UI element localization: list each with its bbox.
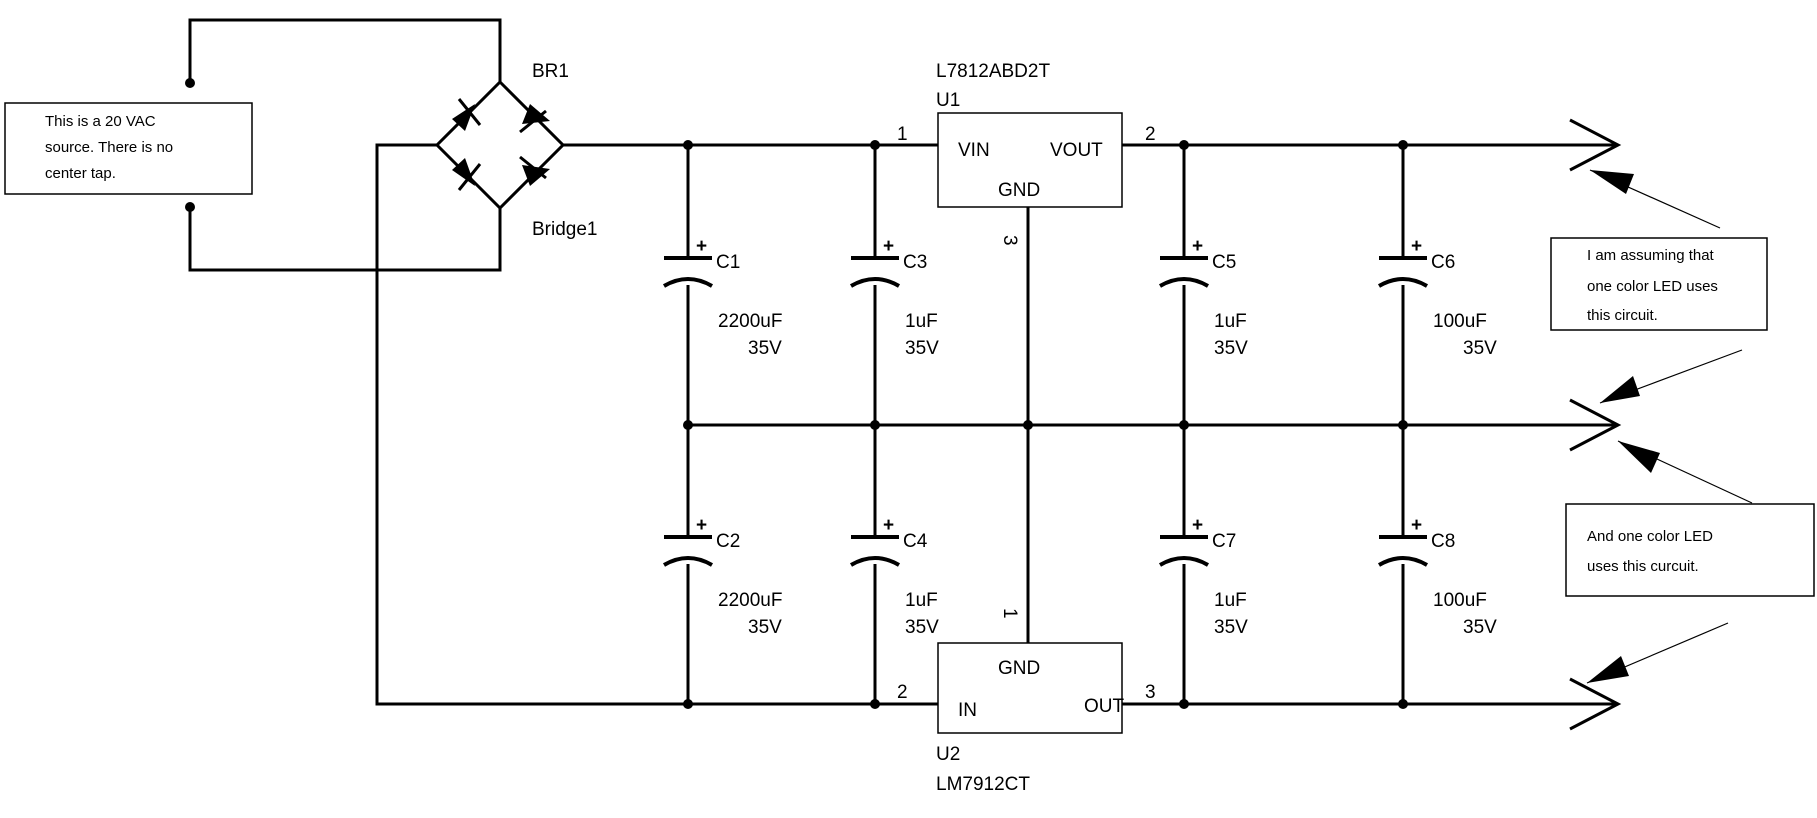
u1-part: L7812ABD2T: [936, 61, 1050, 82]
note-top-line-1: I am assuming that: [1587, 247, 1715, 264]
capacitor-voltage: 35V: [1463, 617, 1497, 638]
capacitor-ref: C3: [903, 252, 927, 273]
regulator-u2: GND IN OUT U2 LM7912CT 2 3 1: [897, 608, 1156, 795]
bridge-rectifier: BR1 Bridge1: [434, 61, 598, 240]
capacitor-voltage: 35V: [905, 617, 939, 638]
capacitor-voltage: 35V: [1214, 617, 1248, 638]
bridge-ref: BR1: [532, 61, 569, 82]
capacitor-plus-sign: +: [1192, 236, 1203, 257]
u2-pin-in: 2: [897, 682, 908, 703]
source-note-line-3: center tap.: [45, 165, 116, 182]
capacitor-c4: + C4 1uF 35V: [849, 515, 939, 638]
capacitor-c3: + C3 1uF 35V: [849, 236, 939, 359]
capacitor-plus-sign: +: [1411, 236, 1422, 257]
capacitor-value: 2200uF: [718, 590, 782, 611]
pointer-arrow-2: [1600, 376, 1640, 403]
note-bottom-line-2: uses this curcuit.: [1587, 558, 1699, 575]
capacitor-ref: C4: [903, 531, 928, 552]
capacitor-value: 1uF: [905, 311, 938, 332]
capacitors: + C1 2200uF 35V + C3 1uF 35V + C5 1uF 35V + C6 100uF 35…: [662, 236, 1497, 638]
capacitor-value: 1uF: [1214, 590, 1247, 611]
capacitor-plus-sign: +: [883, 515, 894, 536]
capacitor-plus-sign: +: [696, 236, 707, 257]
capacitor-c1: + C1 2200uF 35V: [662, 236, 782, 359]
source-note-line-2: source. There is no: [45, 139, 173, 156]
source-note-box: This is a 20 VAC source. There is no cen…: [4, 102, 253, 195]
u1-vin-label: VIN: [958, 140, 990, 161]
u1-pin-in: 1: [897, 124, 908, 145]
capacitor-voltage: 35V: [748, 338, 782, 359]
capacitor-c7: + C7 1uF 35V: [1158, 515, 1248, 638]
note-bottom-box: And one color LED uses this curcuit.: [1565, 503, 1815, 597]
capacitor-voltage: 35V: [905, 338, 939, 359]
capacitor-ref: C6: [1431, 252, 1455, 273]
output-arrows: [1569, 118, 1622, 731]
u1-pin-out: 2: [1145, 124, 1156, 145]
ac-source: [185, 18, 502, 272]
u2-gnd-label: GND: [998, 658, 1040, 679]
capacitor-value: 100uF: [1433, 590, 1487, 611]
u2-pin-gnd: 1: [999, 608, 1020, 619]
capacitor-value: 2200uF: [718, 311, 782, 332]
capacitor-c6: + C6 100uF 35V: [1377, 236, 1497, 359]
pointer-arrows: [1586, 169, 1753, 684]
capacitor-value: 1uF: [905, 590, 938, 611]
bridge-name: Bridge1: [532, 219, 598, 240]
u2-ref: U2: [936, 744, 960, 765]
u1-gnd-label: GND: [998, 180, 1040, 201]
capacitor-plus-sign: +: [883, 236, 894, 257]
capacitor-ref: C7: [1212, 531, 1236, 552]
u1-vout-label: VOUT: [1050, 140, 1103, 161]
wires: [375, 140, 1618, 709]
u2-pin-out: 3: [1145, 682, 1156, 703]
note-top-box: I am assuming that one color LED uses th…: [1550, 237, 1768, 331]
note-top-line-3: this circuit.: [1587, 307, 1658, 324]
pointer-arrow-1: [1590, 170, 1634, 194]
regulator-u1: L7812ABD2T U1 VIN VOUT GND 1 2 3: [897, 61, 1156, 246]
note-top-line-2: one color LED uses: [1587, 278, 1718, 295]
capacitor-value: 1uF: [1214, 311, 1247, 332]
capacitor-ref: C1: [716, 252, 740, 273]
note-bottom-line-1: And one color LED: [1587, 528, 1713, 545]
capacitor-ref: C5: [1212, 252, 1236, 273]
capacitor-c2: + C2 2200uF 35V: [662, 515, 782, 638]
capacitor-c5: + C5 1uF 35V: [1158, 236, 1248, 359]
capacitor-voltage: 35V: [748, 617, 782, 638]
u2-out-label: OUT: [1084, 696, 1125, 717]
capacitor-voltage: 35V: [1214, 338, 1248, 359]
source-note-line-1: This is a 20 VAC: [45, 113, 156, 130]
capacitor-ref: C8: [1431, 531, 1455, 552]
capacitor-c8: + C8 100uF 35V: [1377, 515, 1497, 638]
u2-part: LM7912CT: [936, 774, 1030, 795]
u2-in-label: IN: [958, 700, 977, 721]
capacitor-value: 100uF: [1433, 311, 1487, 332]
capacitor-plus-sign: +: [696, 515, 707, 536]
capacitor-ref: C2: [716, 531, 740, 552]
capacitor-plus-sign: +: [1192, 515, 1203, 536]
capacitor-voltage: 35V: [1463, 338, 1497, 359]
u1-pin-gnd: 3: [999, 235, 1020, 246]
pointer-arrow-3: [1618, 441, 1660, 473]
capacitor-plus-sign: +: [1411, 515, 1422, 536]
pointer-arrow-4: [1587, 656, 1629, 683]
u1-ref: U1: [936, 90, 960, 111]
